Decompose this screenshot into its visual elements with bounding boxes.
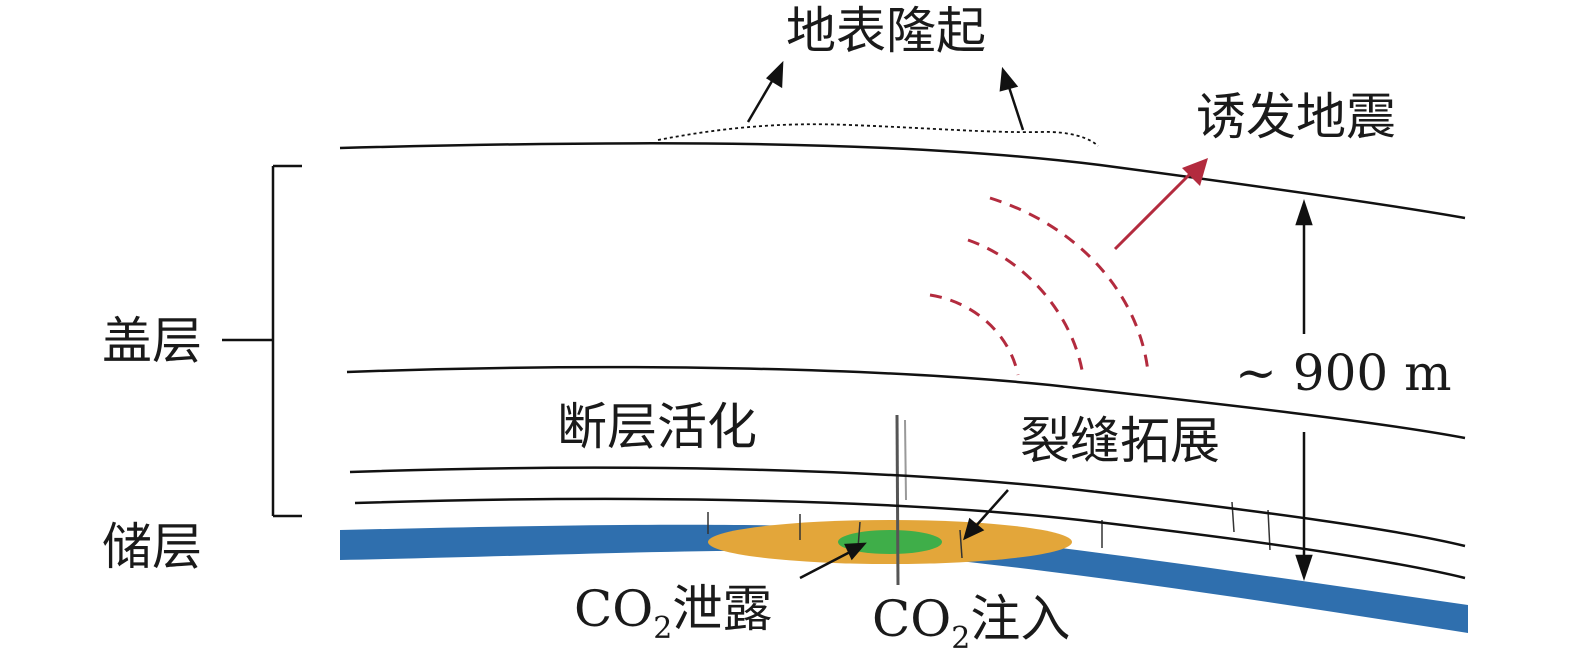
- earthquake-arrow: [1113, 158, 1208, 251]
- co2-leak-suffix: 泄露: [672, 580, 773, 638]
- caprock-bracket: [222, 164, 302, 518]
- reservoir-top-line-2: [354, 497, 1466, 580]
- reservoir-label: 储层: [102, 518, 202, 576]
- co2-leak-pointer: [799, 542, 867, 580]
- reservoir-top-line-1: [349, 466, 1466, 548]
- co2-inject-subscript: 2: [951, 621, 971, 656]
- fault-trace: [904, 419, 907, 501]
- fracture-pointer: [963, 489, 1009, 541]
- reservoir-layer: [340, 524, 1468, 633]
- co2-inject-prefix: CO: [872, 590, 952, 648]
- uplift-curve: [657, 123, 1099, 147]
- depth-arrow: [1295, 199, 1313, 581]
- co2-leak-zone: [838, 530, 942, 554]
- depth-label: ~ 900 m: [1235, 344, 1452, 402]
- injection-well: [895, 414, 900, 586]
- fault-activation-label: 断层活化: [557, 398, 757, 456]
- co2-inject-suffix: 注入: [970, 590, 1071, 648]
- fracture-extension-label: 裂缝拓展: [1020, 412, 1220, 470]
- seismic-waves: [929, 196, 1150, 376]
- co2-leak-subscript: 2: [653, 611, 673, 646]
- induced-earthquake-label: 诱发地震: [1196, 88, 1396, 146]
- caprock-boundary: [346, 365, 1466, 440]
- co2-leak-prefix: CO: [574, 580, 654, 638]
- co2-inject-label: CO2注入: [872, 594, 1070, 654]
- co2-leak-label: CO2泄露: [574, 584, 772, 644]
- ground-surface: [339, 142, 1466, 220]
- uplift-arrows: [746, 60, 1025, 131]
- surface-uplift-label: 地表隆起: [786, 2, 986, 60]
- caprock-label: 盖层: [102, 312, 202, 370]
